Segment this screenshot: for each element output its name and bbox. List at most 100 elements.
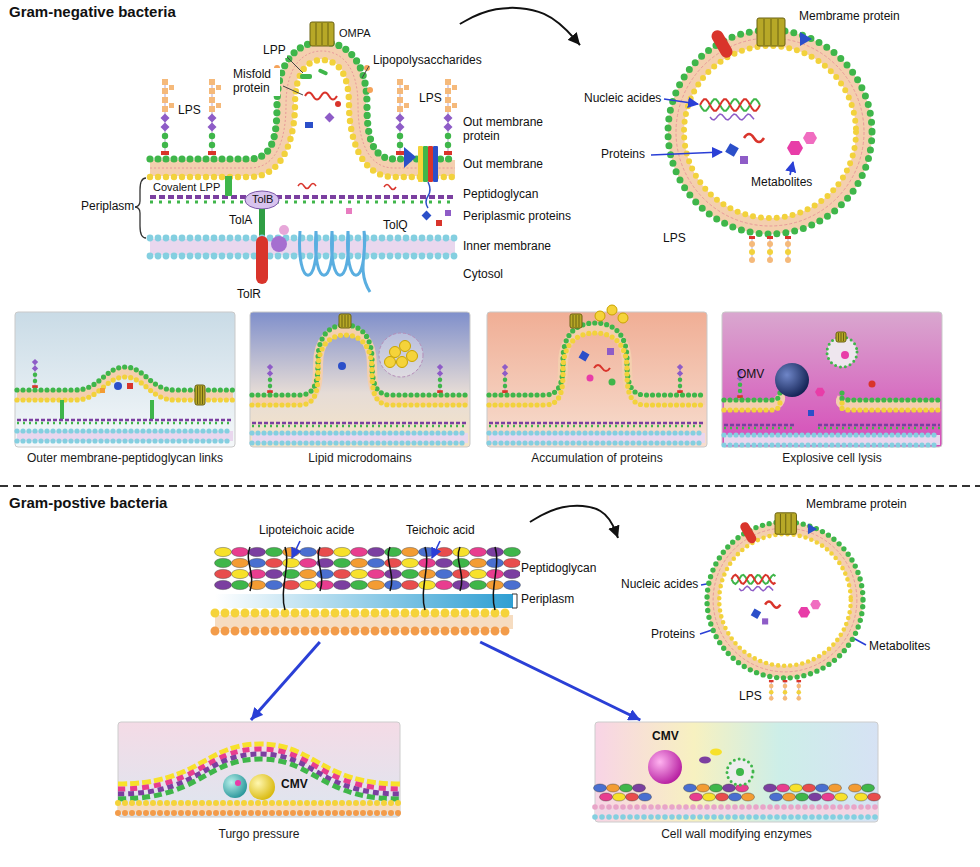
lipid-tails (713, 528, 857, 672)
membrane-protein (202, 386, 203, 404)
lps-sugar (33, 379, 37, 383)
lps-sugar (445, 79, 451, 85)
connector-arrow (460, 8, 580, 45)
connector-arrow (480, 642, 640, 720)
panel-caption: OMV (736, 368, 765, 382)
peptidoglycan (613, 793, 626, 801)
lipid-tails (595, 808, 878, 816)
lipid-a (769, 680, 774, 682)
peptidoglycan (402, 580, 419, 589)
peptidoglycan (504, 580, 521, 589)
lipid-heads (118, 800, 400, 806)
structure-label: Peptidoglycan (520, 562, 597, 576)
lps-sugar (767, 241, 773, 247)
lps-sugar (796, 684, 801, 689)
peptidoglycan (822, 793, 835, 801)
panel-caption: CMV (651, 730, 680, 744)
lps-sugar (769, 684, 774, 689)
peptidoglycan (620, 784, 633, 792)
panel-caption: Accumulation of proteins (487, 452, 707, 466)
peptidoglycan (351, 569, 368, 578)
peptidoglycan (300, 569, 317, 578)
lipid-heads (17, 438, 233, 443)
panel-background (595, 722, 878, 822)
leader-arrow (651, 152, 722, 155)
section-divider (0, 485, 980, 487)
lipid-tails (252, 330, 468, 400)
lps-sugar (749, 241, 755, 247)
structure-label: Lipopolysaccharides (372, 54, 483, 68)
peptidoglycan (215, 547, 232, 556)
periplasmic-protein (436, 220, 442, 226)
lipid-a (785, 236, 791, 239)
lps-sugar (209, 133, 215, 139)
peptidoglycan (816, 784, 829, 792)
lps-sugar (749, 257, 755, 263)
lps-sugar (367, 87, 373, 93)
lipid-heads (150, 235, 455, 242)
peptidoglycan (489, 422, 705, 425)
enzyme-panel (594, 722, 881, 822)
lipid-heads (668, 30, 872, 234)
protein (841, 351, 849, 359)
leader-arrow (292, 541, 300, 558)
lps-sugar (267, 370, 273, 376)
peptidoglycan (436, 580, 453, 589)
lps-sugar (162, 106, 168, 112)
lps-chain (798, 680, 799, 698)
periplasmic-protein (445, 210, 451, 216)
lps-chain (771, 680, 772, 698)
membrane-protein (342, 315, 343, 327)
outer-membrane-protein (418, 146, 423, 182)
peptidoglycan (470, 569, 487, 578)
peptidoglycan (118, 759, 400, 799)
panel-caption: Cell wall modifying enzymes (595, 828, 878, 842)
vesicle: Membrame proteinNucleic acidesProteinsMe… (618, 496, 958, 706)
lipid-microdomain (385, 357, 396, 368)
lps-sugar (397, 88, 403, 94)
peptidoglycan (729, 793, 742, 801)
lps-sugar (397, 97, 403, 103)
leader-arrow (432, 541, 440, 558)
protein (740, 156, 748, 164)
lps-sugar (209, 142, 215, 148)
metabolite (815, 388, 825, 397)
structure-label: TolQ (382, 219, 409, 233)
lpp (300, 74, 312, 79)
membrane-protein (775, 513, 796, 534)
leader-arrow (664, 99, 698, 104)
structure-label: Cytosol (462, 268, 504, 282)
lipid-heads (489, 333, 705, 405)
membrane-protein (757, 18, 785, 46)
peptidoglycan (803, 784, 816, 792)
lps-sugar (767, 257, 773, 263)
peptidoglycan (150, 195, 455, 199)
lps-sugar (267, 364, 273, 370)
peptidoglycan (300, 558, 317, 567)
covalent-lpp (225, 176, 232, 196)
lipid-tails (17, 431, 233, 441)
protein (751, 609, 761, 619)
protein (762, 618, 768, 624)
peptidoglycan (829, 784, 842, 792)
peptidoglycan (835, 793, 848, 801)
peptidoglycan (724, 427, 795, 430)
peptidoglycan (385, 547, 402, 556)
membrane-protein (197, 386, 198, 404)
lps-sugar (160, 113, 169, 122)
leader-arrow (790, 162, 793, 175)
peptidoglycan (710, 784, 723, 792)
protein (305, 122, 313, 128)
peptidoglycan (419, 580, 436, 589)
peptidoglycan (249, 547, 266, 556)
lipid-heads (118, 810, 400, 816)
lps-sugar (738, 389, 742, 393)
content-label: Nucleic acides (583, 92, 662, 106)
protein (338, 362, 346, 370)
peptidoglycan (697, 784, 710, 792)
lps-sugar (268, 384, 272, 388)
metabolite (798, 607, 810, 618)
lipid-heads (150, 253, 455, 260)
peptidoglycan (385, 558, 402, 567)
